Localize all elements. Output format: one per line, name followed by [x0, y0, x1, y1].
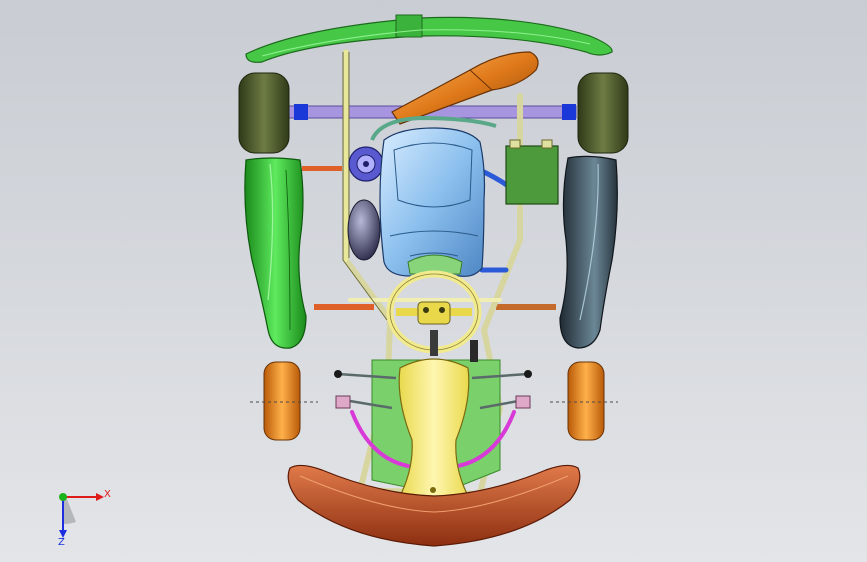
front-right-tire[interactable] — [567, 361, 605, 441]
front-bumper[interactable] — [245, 14, 613, 63]
driver-seat[interactable] — [379, 127, 486, 277]
engine[interactable] — [348, 146, 384, 182]
blue-hose — [479, 169, 511, 273]
rear-left-tire[interactable] — [238, 72, 290, 154]
front-left-tire[interactable] — [263, 361, 301, 441]
left-side-pod[interactable] — [244, 157, 307, 349]
tie-rod-ends — [334, 370, 532, 378]
cooling-pipe — [370, 115, 497, 141]
axis-z-label: Z — [58, 537, 65, 548]
right-side-pod[interactable] — [559, 155, 618, 349]
rear-bumper[interactable] — [287, 464, 581, 547]
pod-mount-bars — [302, 166, 556, 310]
exhaust-muffler[interactable] — [391, 51, 539, 125]
front-spindles — [335, 395, 531, 409]
battery[interactable] — [505, 139, 559, 205]
rear-right-tire[interactable] — [577, 72, 629, 154]
axis-x-label: X — [104, 489, 111, 500]
seat-cutout — [407, 254, 463, 275]
steering-column — [430, 330, 478, 362]
brake-rods[interactable] — [350, 410, 516, 468]
fuel-tank[interactable] — [347, 199, 381, 261]
orientation-triad — [59, 493, 104, 538]
